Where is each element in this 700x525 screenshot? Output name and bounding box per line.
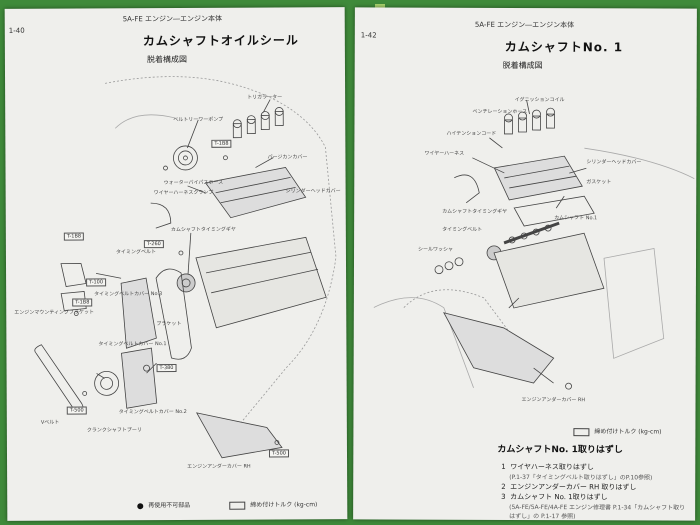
label-purge-cover: パージカンカバー [267,154,308,161]
legend-nonreusable: 再使用不可部品 [137,500,190,509]
torque-box: T-1B8 [63,232,85,241]
step-row: 3 カムシャフト No. 1取りはずし [501,492,607,502]
label-timing-belt: タイミングベルト [442,226,483,233]
legend-nonreusable-text: 再使用不可部品 [148,501,191,510]
label-bracket: ブラケット [156,320,182,328]
label-crank-pulley: クランクシャフトプーリ [86,427,142,434]
legend-torque: 締め付けトルク (kg-cm) [229,499,318,510]
label-head-cover: シリンダーヘッドカバー [285,188,341,195]
left-manual-page: 5A-FE エンジン―エンジン本体 1-40 カムシャフトオイルシール 脱着構成… [4,7,348,521]
label-camshaft-no1: カムシャフト No.1 [554,215,598,222]
filled-circle-icon [137,502,144,509]
exploded-parts-diagram [373,99,695,390]
label-hi-tension-cord: ハイテンションコード [446,130,497,137]
section-title: カムシャフトNo. 1取りはずし [497,444,623,456]
right-manual-page: 5A-FE エンジン―エンジン本体 1-42 カムシャフトNo. 1 脱着構成図 [353,7,697,521]
step-note: (P.1-37「タイミングベルト取りはずし」のP.10参照) [509,473,653,482]
step-note: はずし」の P.1-17 参照) [509,512,576,521]
step-text: ワイヤハーネス取りはずし [510,462,594,472]
step-number: 2 [501,482,506,491]
label-under-cover: エンジンアンダーカバー RH [521,396,586,404]
label-harness-clamp: ワイヤーハーネスクランプ [153,189,214,197]
exploded-parts-diagram [34,76,337,459]
label-timing-belt: タイミングベルト [115,249,156,256]
torque-box: T-500 [268,449,289,458]
legend-torque-text: 締め付けトルク (kg-cm) [250,501,318,509]
label-cam-timing-gear: カムシャフトタイミングギヤ [170,226,236,234]
label-cam-timing-gear: カムシャフトタイミングギヤ [442,208,508,215]
torque-box: T-1B8 [211,139,232,148]
torque-box: T-500 [66,406,87,415]
label-ventilation-hose: ベンチレーションホース [472,108,528,116]
label-seal-washer: シールワッシャ [418,246,454,253]
label-igniter: トリガラーター [247,94,283,101]
label-cover-no3: タイミングベルトカバー No.3 [94,291,163,298]
step-text: エンジンアンダーカバー RH 取りはずし [510,482,637,492]
label-cover-no2: タイミングベルトカバー No.2 [118,408,187,416]
label-head-cover: シリンダーヘッドカバー [586,159,642,166]
torque-box: T-260 [143,240,164,249]
torque-box-icon [573,427,590,436]
label-v-belt: Vベルト [40,419,60,426]
torque-box: T-100 [86,278,107,287]
label-ignition-coil: イグニッションコイル [514,96,565,104]
step-number: 1 [501,462,506,471]
step-text: カムシャフト No. 1取りはずし [510,492,608,502]
label-wire-harness: ワイヤーハーネス [424,150,465,157]
label-cover-no1: タイミングベルトカバー No.1 [98,341,167,348]
label-water-pump-pulley: ベルトリーワーポンプ [173,116,224,124]
label-mount-bracket: エンジンマウンティングブラケット [14,309,94,316]
step-row: 1 ワイヤハーネス取りはずし [501,462,594,472]
legend-torque: 締め付けトルク (kg-cm) [573,426,662,436]
step-number: 3 [501,492,506,501]
torque-box-icon [229,501,246,510]
label-under-cover: エンジンアンダーカバー RH [187,463,251,470]
torque-box: T-1B8 [72,298,93,307]
torque-box: T-380 [156,363,177,373]
legend-torque-text: 締め付けトルク (kg-cm) [594,428,662,436]
label-gasket: ガスケット [586,179,612,186]
step-row: 2 エンジンアンダーカバー RH 取りはずし [501,482,636,492]
label-water-bypass-hose: ウォーターバイパスホース [163,179,224,187]
